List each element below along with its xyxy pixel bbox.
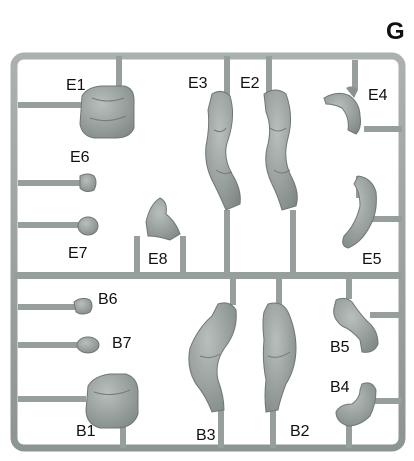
part-label-e3: E3	[188, 75, 208, 92]
part-b5-arm	[333, 297, 379, 353]
part-label-e5: E5	[362, 251, 382, 268]
part-label-b7: B7	[112, 335, 132, 352]
part-b7-head	[76, 336, 100, 354]
part-label-b5: B5	[330, 339, 350, 356]
part-label-b1: B1	[76, 423, 96, 440]
part-b4-arm	[335, 382, 377, 427]
part-label-e2: E2	[240, 75, 260, 92]
part-e5-arm	[342, 175, 377, 249]
part-e6-hand	[79, 173, 97, 193]
part-label-e1: E1	[66, 77, 86, 94]
part-label-b2: B2	[290, 423, 310, 440]
part-e1-torso	[79, 85, 135, 139]
part-e4-arm	[323, 86, 361, 135]
part-e7-head	[77, 216, 99, 236]
part-b2-leg	[262, 302, 297, 413]
part-b3-leg	[188, 302, 237, 413]
sprue-letter: G	[386, 18, 405, 45]
part-e8-hand	[145, 197, 181, 241]
part-label-e8: E8	[148, 251, 168, 268]
part-label-e7: E7	[68, 245, 88, 262]
part-label-b3: B3	[196, 427, 216, 444]
part-b1-torso	[85, 373, 139, 429]
part-label-b4: B4	[330, 379, 350, 396]
part-e2-leg	[263, 89, 298, 211]
part-label-b6: B6	[98, 291, 118, 308]
part-label-e6: E6	[70, 149, 90, 166]
part-b6-hand	[73, 297, 93, 315]
part-label-e4: E4	[368, 87, 388, 104]
part-e3-leg	[205, 90, 241, 211]
